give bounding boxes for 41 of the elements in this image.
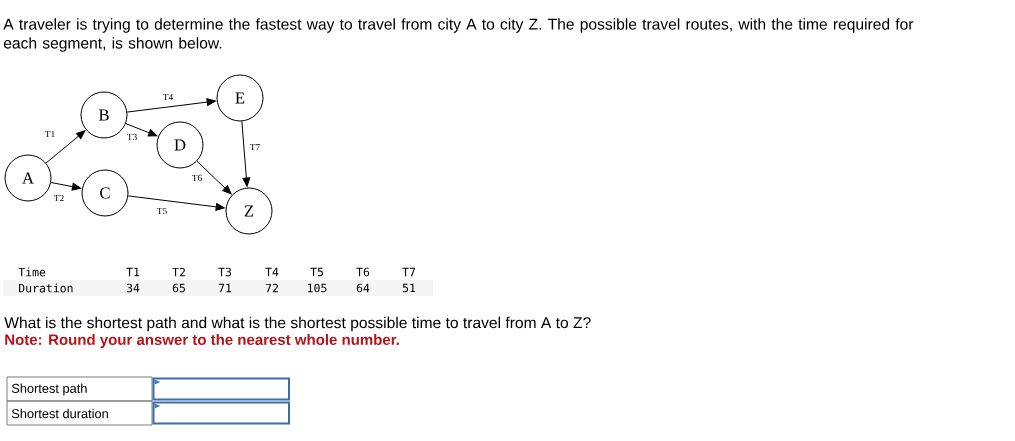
duration-value: 64	[356, 283, 370, 293]
circle-node: E	[216, 74, 264, 122]
arrow	[241, 120, 251, 187]
column-heading: T2	[172, 267, 185, 277]
duration-value: 105	[308, 283, 327, 293]
table-cell: Shortest path	[6, 376, 153, 402]
arrow	[45, 130, 86, 164]
duration-value: 65	[172, 283, 185, 293]
row-heading: Duration	[19, 283, 73, 293]
edge-label: T2	[53, 194, 65, 202]
duration-value: 71	[218, 283, 232, 293]
circle-node: D	[156, 121, 204, 169]
row-heading: Time	[18, 267, 46, 277]
column-heading: T3	[218, 267, 232, 277]
circle-node: Z	[225, 187, 273, 235]
intro-text: A traveler is trying to determine the fastest way to travel from city A to city Z. The possible travel routes, with the time required for each segment, is shown below.	[3, 18, 914, 52]
column-heading: T5	[310, 267, 323, 277]
duration-value: 72	[265, 283, 278, 293]
edge-label: T3	[126, 133, 138, 141]
edge-label: T4	[162, 93, 174, 101]
circle-node: C	[81, 169, 129, 217]
arrow	[127, 195, 225, 211]
arrow	[196, 160, 232, 195]
column-heading: T7	[402, 267, 416, 277]
duration-value: 34	[126, 283, 140, 293]
edge-label: T7	[249, 143, 261, 151]
arrow	[50, 182, 82, 191]
arrow	[126, 98, 216, 113]
arrow	[125, 123, 158, 137]
question-text: What is the shortest path and what is the shortest possible time to travel from A to Z?	[4, 316, 591, 332]
edge-label: T1	[44, 130, 56, 138]
column-heading: T4	[265, 267, 279, 277]
column-heading: T1	[126, 267, 140, 277]
circle-node: B	[80, 91, 128, 139]
column-heading: T6	[356, 267, 370, 277]
circle-node: A	[4, 154, 52, 202]
table-cell: Shortest duration	[6, 400, 153, 426]
duration-value: 51	[402, 283, 416, 293]
edge-label: T6	[191, 174, 203, 182]
note-text: Note: Round your answer to the nearest whole number.	[5, 334, 399, 348]
edge-label: T5	[156, 207, 168, 215]
